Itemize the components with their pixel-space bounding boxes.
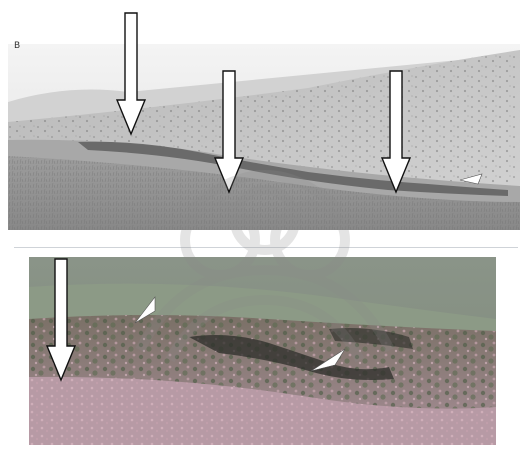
panel-divider xyxy=(14,247,518,248)
triangle-marker-icon xyxy=(310,348,346,372)
panel-letter: B xyxy=(14,41,21,51)
down-arrow-icon xyxy=(381,70,411,194)
grayscale-landscape-photo xyxy=(8,44,520,230)
triangle-marker-icon xyxy=(459,173,483,185)
photo-panel-top xyxy=(8,44,520,230)
photo-panel-bottom xyxy=(29,257,496,445)
triangle-marker-icon xyxy=(134,296,156,324)
down-arrow-icon xyxy=(46,258,76,382)
color-terrain-photo xyxy=(29,257,496,445)
down-arrow-icon xyxy=(116,12,146,136)
down-arrow-icon xyxy=(214,70,244,194)
